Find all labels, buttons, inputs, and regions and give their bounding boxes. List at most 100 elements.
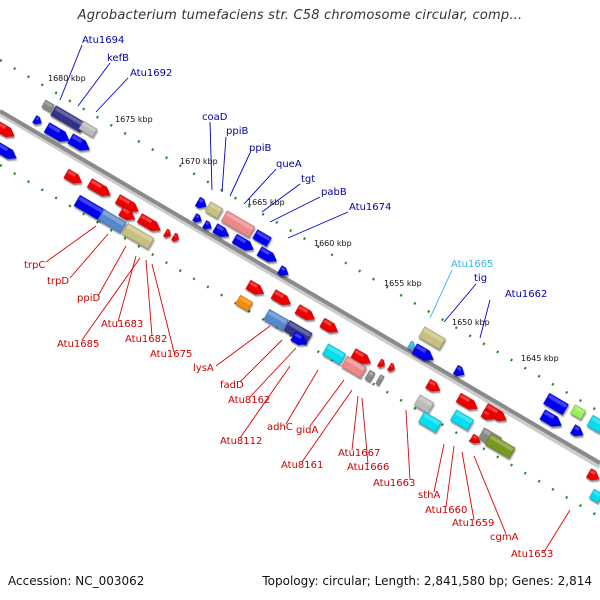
gene-label[interactable]: tig (474, 273, 487, 284)
gene-label[interactable]: Atu1653 (511, 549, 553, 560)
gene-label[interactable]: Atu8162 (228, 395, 270, 406)
gene-arrow[interactable] (63, 168, 85, 187)
gene-arrow[interactable] (136, 213, 163, 235)
gene-arrow[interactable] (0, 141, 19, 163)
gene-label[interactable]: Atu1682 (125, 334, 167, 345)
gene-label[interactable]: gidA (296, 425, 318, 436)
gene-box[interactable] (97, 208, 127, 234)
gene-arrow[interactable] (407, 340, 416, 351)
gene-box[interactable] (341, 355, 367, 379)
gene-label[interactable]: Atu8112 (220, 436, 262, 447)
gene-label[interactable]: Atu1692 (130, 68, 172, 79)
gene-arrow[interactable] (245, 279, 267, 298)
outer-tick-rail (0, 58, 600, 414)
gene-box[interactable] (220, 210, 256, 238)
gene-arrow[interactable] (585, 468, 600, 484)
gene-arrow[interactable] (67, 133, 93, 155)
gene-label[interactable]: Atu1685 (57, 339, 99, 350)
gene-label[interactable]: Atu1660 (425, 505, 467, 516)
gene-box[interactable] (484, 433, 516, 459)
gene-label[interactable]: tgt (301, 174, 315, 185)
gene-box[interactable] (41, 99, 55, 113)
gene-label[interactable]: Atu1674 (349, 202, 391, 213)
gene-box[interactable] (204, 201, 224, 219)
gene-box[interactable] (252, 229, 272, 247)
gene-label[interactable]: Atu1675 (150, 349, 192, 360)
gene-arrow[interactable] (202, 220, 214, 232)
gene-arrow[interactable] (192, 213, 204, 225)
gene-arrow[interactable] (411, 343, 437, 365)
gene-arrow[interactable] (0, 119, 17, 141)
gene-label[interactable]: Atu1667 (338, 448, 380, 459)
gene-label[interactable]: Atu1662 (505, 289, 547, 300)
gene-arrow[interactable] (231, 233, 256, 254)
gene-arrow[interactable] (455, 392, 480, 413)
gene-label[interactable]: fadD (220, 380, 244, 391)
label-leader-line (77, 62, 111, 107)
gene-arrow[interactable] (256, 246, 279, 266)
gene-arrow[interactable] (212, 223, 232, 241)
gene-label[interactable]: Atu1683 (101, 319, 143, 330)
gene-arrow[interactable] (480, 409, 495, 423)
gene-arrow[interactable] (425, 378, 442, 395)
gene-label[interactable]: queA (276, 159, 302, 170)
gene-box[interactable] (418, 326, 446, 350)
gene-box[interactable] (235, 294, 253, 312)
gene-arrow[interactable] (377, 358, 386, 369)
gene-arrow[interactable] (290, 331, 310, 349)
gene-arrow[interactable] (86, 178, 113, 200)
label-leader-line (433, 443, 445, 493)
gene-label[interactable]: adhC (267, 422, 293, 433)
gene-arrow[interactable] (163, 228, 172, 239)
gene-arrow[interactable] (569, 424, 585, 440)
gene-arrow[interactable] (270, 289, 293, 309)
gene-label[interactable]: cgmA (490, 532, 519, 543)
gene-arrow[interactable] (114, 194, 141, 216)
label-leader-line (45, 225, 97, 263)
gene-box[interactable] (78, 120, 98, 138)
gene-label[interactable]: trpD (47, 276, 69, 287)
gene-label[interactable]: coaD (202, 112, 228, 123)
gene-arrow[interactable] (387, 362, 396, 373)
gene-box[interactable] (588, 488, 600, 504)
gene-arrow[interactable] (43, 122, 72, 146)
gene-label[interactable]: ppiD (77, 293, 100, 304)
gene-label[interactable]: sthA (418, 490, 440, 501)
gene-label[interactable]: Atu8161 (281, 460, 323, 471)
gene-label[interactable]: Atu1665 (451, 259, 493, 270)
gene-label[interactable]: ppiB (249, 143, 271, 154)
gene-label[interactable]: Atu1694 (82, 35, 124, 46)
gene-box[interactable] (543, 392, 569, 416)
gene-box[interactable] (364, 369, 376, 383)
gene-label[interactable]: Atu1663 (373, 478, 415, 489)
tick-label: 1675 kbp (115, 115, 153, 124)
gene-arrow[interactable] (319, 317, 341, 336)
gene-arrow[interactable] (194, 196, 209, 211)
gene-label[interactable]: lysA (193, 363, 214, 374)
gene-arrow[interactable] (294, 304, 317, 324)
gene-box[interactable] (417, 411, 443, 433)
gene-arrow[interactable] (350, 348, 373, 368)
gene-label[interactable]: Atu1659 (452, 518, 494, 529)
gene-box[interactable] (121, 222, 155, 250)
gene-box[interactable] (449, 409, 475, 431)
gene-box[interactable] (413, 394, 435, 414)
gene-label[interactable]: pabB (321, 187, 347, 198)
gene-box[interactable] (263, 308, 289, 332)
gene-box[interactable] (586, 414, 600, 434)
gene-arrow[interactable] (469, 433, 483, 446)
gene-arrow[interactable] (32, 115, 44, 127)
gene-label[interactable]: Atu1666 (347, 462, 389, 473)
gene-box[interactable] (569, 404, 587, 420)
gene-arrow[interactable] (277, 265, 290, 279)
gene-box[interactable] (321, 343, 347, 365)
gene-arrow[interactable] (539, 409, 565, 431)
gene-arrow[interactable] (452, 364, 467, 379)
gene-label[interactable]: kefB (107, 53, 129, 64)
label-leader-line (221, 136, 227, 193)
gene-arrow[interactable] (118, 206, 138, 224)
gene-label[interactable]: trpC (24, 260, 45, 271)
gene-arrow[interactable] (171, 232, 180, 243)
gene-box[interactable] (375, 374, 385, 386)
gene-label[interactable]: ppiB (226, 126, 248, 137)
